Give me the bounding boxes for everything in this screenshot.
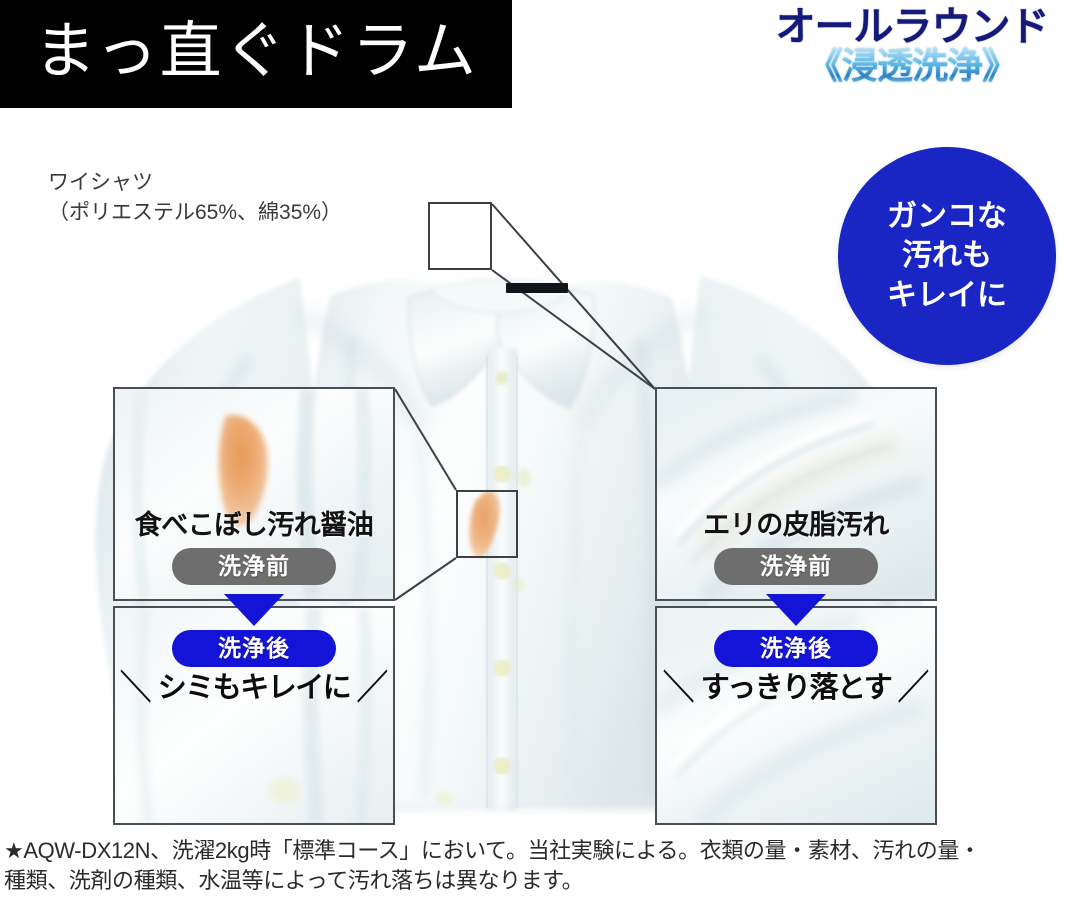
panel-left-before-title: 食べこぼし汚れ醤油	[134, 509, 374, 540]
panel-right-before-photo	[657, 389, 935, 599]
arrow-right	[766, 594, 826, 626]
footnote: ★AQW-DX12N、洗濯2kg時「標準コース」において。当社実験による。衣類の…	[4, 836, 1076, 897]
garment-composition: （ポリエステル65%、綿35%）	[48, 201, 343, 225]
collar-callout-box	[428, 202, 492, 270]
brand-penetration-wash-label: 《浸透洗浄》	[762, 46, 1062, 86]
panel-left-before: 食べこぼし汚れ醤油 洗浄前	[113, 387, 395, 601]
panel-right-before-pill: 洗浄前	[714, 547, 878, 585]
panel-left-after-result: シミもキレイに	[157, 671, 352, 704]
product-title-bar: まっ直ぐドラム	[0, 0, 512, 108]
footnote-line-1: ★AQW-DX12N、洗濯2kg時「標準コース」において。当社実験による。衣類の…	[4, 838, 981, 863]
stain-callout-box	[456, 490, 518, 558]
badge-line-3: キレイに	[887, 278, 1007, 312]
slash-left-icon: ＼	[662, 669, 696, 708]
panel-right-after-result-row: ＼ すっきり落とす ／	[662, 669, 930, 708]
panel-right-after-pill: 洗浄後	[714, 630, 878, 668]
panel-right-before-caption: エリの皮脂汚れ 洗浄前	[657, 509, 935, 585]
panel-left-after-result-row: ＼ シミもキレイに ／	[119, 669, 390, 708]
badge-line-1: ガンコな	[887, 199, 1007, 233]
arrow-left	[224, 594, 284, 626]
tough-stain-badge: ガンコな 汚れも キレイに	[838, 147, 1056, 365]
product-title: まっ直ぐドラム	[34, 17, 478, 86]
panel-right-before: エリの皮脂汚れ 洗浄前	[655, 387, 937, 601]
panel-right-after-caption: 洗浄後 ＼ すっきり落とす ／	[657, 630, 935, 708]
slash-right-icon: ／	[896, 669, 930, 708]
panel-left-before-pill: 洗浄前	[172, 547, 336, 585]
footnote-line-2: 種類、洗剤の種類、水温等によって汚れ落ちは異なります。	[4, 868, 584, 894]
panel-left-before-caption: 食べこぼし汚れ醤油 洗浄前	[115, 509, 393, 585]
panel-left-after-caption: 洗浄後 ＼ シミもキレイに ／	[115, 630, 393, 708]
badge-line-2: 汚れも	[902, 239, 992, 273]
brand-allround-label: オールラウンド	[775, 5, 1050, 49]
panel-left-after-pill: 洗浄後	[172, 630, 336, 668]
panel-right-after-result: すっきり落とす	[700, 671, 893, 704]
garment-name: ワイシャツ	[48, 171, 153, 194]
garment-label: ワイシャツ （ポリエステル65%、綿35%）	[48, 168, 342, 229]
slash-left-icon: ＼	[119, 669, 153, 708]
panel-right-after: 洗浄後 ＼ すっきり落とす ／	[655, 606, 937, 825]
panel-right-before-title: エリの皮脂汚れ	[703, 509, 889, 540]
slash-right-icon: ／	[355, 669, 389, 708]
collar-marker-bar	[506, 283, 568, 293]
soy-sauce-stain	[469, 491, 500, 558]
panel-left-after: 洗浄後 ＼ シミもキレイに ／	[113, 606, 395, 825]
brand-block: オールラウンド 《浸透洗浄》	[762, 6, 1062, 86]
